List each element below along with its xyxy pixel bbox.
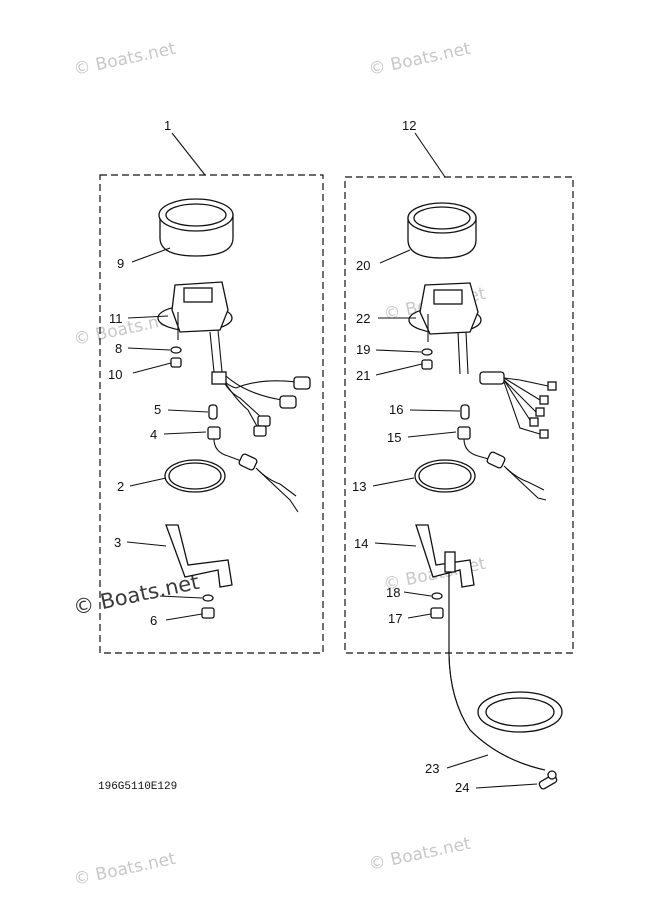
part-washer-7 <box>202 594 214 602</box>
callout-12: 12 <box>402 118 416 133</box>
leader-9 <box>131 247 171 263</box>
group-box-left <box>99 174 324 654</box>
callout-2: 2 <box>117 479 124 494</box>
leader-23 <box>446 754 489 769</box>
part-cap-5 <box>208 404 218 420</box>
leader-12 <box>414 132 446 178</box>
callout-1: 1 <box>164 118 171 133</box>
part-lamp-right <box>457 426 547 501</box>
callout-21: 21 <box>356 368 370 383</box>
leader-14 <box>374 542 417 547</box>
part-bracket-left <box>165 524 233 588</box>
watermark-large: © Boats.net <box>71 570 201 620</box>
part-bracket-right <box>415 524 475 588</box>
callout-14: 14 <box>354 536 368 551</box>
leader-3 <box>126 541 167 547</box>
watermark-bottom-right: © Boats.net <box>367 834 473 875</box>
callout-6: 6 <box>150 613 157 628</box>
callout-5: 5 <box>154 402 161 417</box>
part-nut-21 <box>421 359 433 370</box>
leader-19 <box>375 349 422 353</box>
part-washer-8 <box>170 346 182 354</box>
callout-22: 22 <box>356 311 370 326</box>
callout-9: 9 <box>117 256 124 271</box>
leader-15 <box>407 431 457 438</box>
leader-18 <box>403 591 432 597</box>
part-gauge-body-left <box>157 281 233 373</box>
callout-13: 13 <box>352 479 366 494</box>
part-cap-16 <box>460 404 470 420</box>
part-gauge-body-right <box>408 282 482 375</box>
callout-24: 24 <box>455 780 469 795</box>
leader-11 <box>127 315 169 319</box>
leader-5 <box>167 409 209 413</box>
watermark-top-right: © Boats.net <box>367 39 473 80</box>
leader-6 <box>165 613 203 621</box>
part-hose <box>444 551 563 771</box>
leader-24 <box>475 783 538 789</box>
watermark-bottom-left: © Boats.net <box>72 849 178 890</box>
callout-23: 23 <box>425 761 439 776</box>
callout-18: 18 <box>386 585 400 600</box>
leader-1 <box>171 132 206 176</box>
leader-20 <box>379 249 411 264</box>
leader-17 <box>407 613 432 619</box>
callout-17: 17 <box>388 611 402 626</box>
callout-8: 8 <box>115 341 122 356</box>
leader-7 <box>159 595 203 599</box>
part-nut-10 <box>170 357 182 368</box>
callout-20: 20 <box>356 258 370 273</box>
callout-4: 4 <box>150 427 157 442</box>
callout-15: 15 <box>387 430 401 445</box>
part-gauge-cover-right <box>407 202 477 259</box>
callout-16: 16 <box>389 402 403 417</box>
part-lamp-left <box>207 426 299 513</box>
leader-21 <box>375 363 423 376</box>
group-box-right <box>344 176 574 654</box>
part-gauge-cover-left <box>158 198 234 257</box>
diagram-code: 196G5110E129 <box>98 781 177 793</box>
leader-10 <box>132 362 172 374</box>
part-washer-19 <box>421 348 433 356</box>
leader-8 <box>127 347 171 351</box>
part-harness-right <box>479 371 557 439</box>
watermark-top-left: © Boats.net <box>72 39 178 80</box>
leader-2 <box>129 477 167 487</box>
part-nut-17 <box>430 607 444 619</box>
callout-10: 10 <box>108 367 122 382</box>
callout-3: 3 <box>114 535 121 550</box>
leader-16 <box>409 409 461 412</box>
leader-4 <box>163 431 207 435</box>
part-fitting <box>538 770 558 790</box>
leader-13 <box>372 477 415 487</box>
part-washer-18 <box>431 592 443 600</box>
part-nut-6 <box>201 607 215 619</box>
callout-19: 19 <box>356 342 370 357</box>
part-harness-left <box>211 371 311 437</box>
callout-11: 11 <box>109 311 123 326</box>
